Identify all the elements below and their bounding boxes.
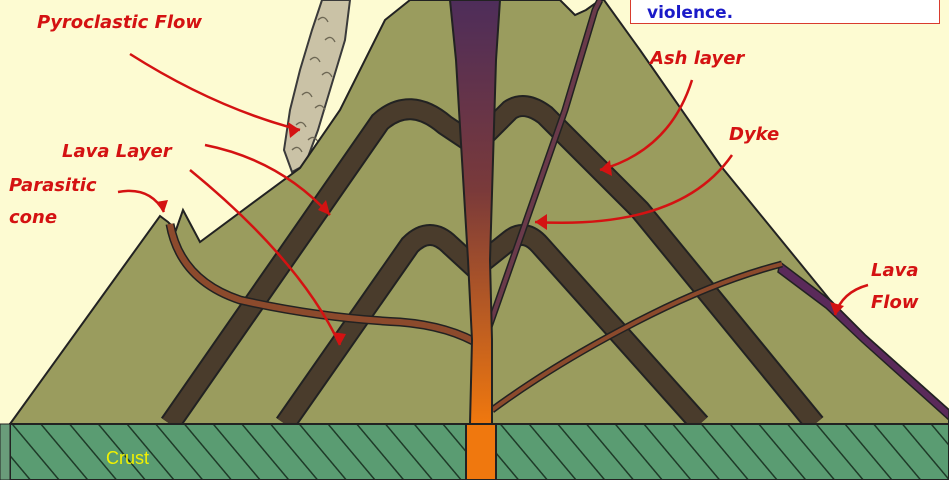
crust-side <box>0 424 10 480</box>
label-pyroclastic-flow: Pyroclastic Flow <box>37 12 202 34</box>
label-dyke: Dyke <box>729 124 779 146</box>
note-text: violence. <box>647 3 733 23</box>
label-ash-layer: Ash layer <box>650 48 744 70</box>
note-box: violence. <box>630 0 940 24</box>
arrow-pyroclastic-flow <box>130 54 300 130</box>
label-parasitic-cone-line1: Parasitic <box>9 175 97 197</box>
label-lava-layer: Lava Layer <box>62 141 172 163</box>
label-lava-flow-line1: Lava <box>871 260 919 282</box>
arrow-parasitic-cone <box>118 191 164 212</box>
vent-through-crust <box>466 424 496 480</box>
label-lava-flow-line2: Flow <box>871 292 918 314</box>
label-parasitic-cone-line2: cone <box>9 207 57 229</box>
label-crust: Crust <box>106 448 149 469</box>
